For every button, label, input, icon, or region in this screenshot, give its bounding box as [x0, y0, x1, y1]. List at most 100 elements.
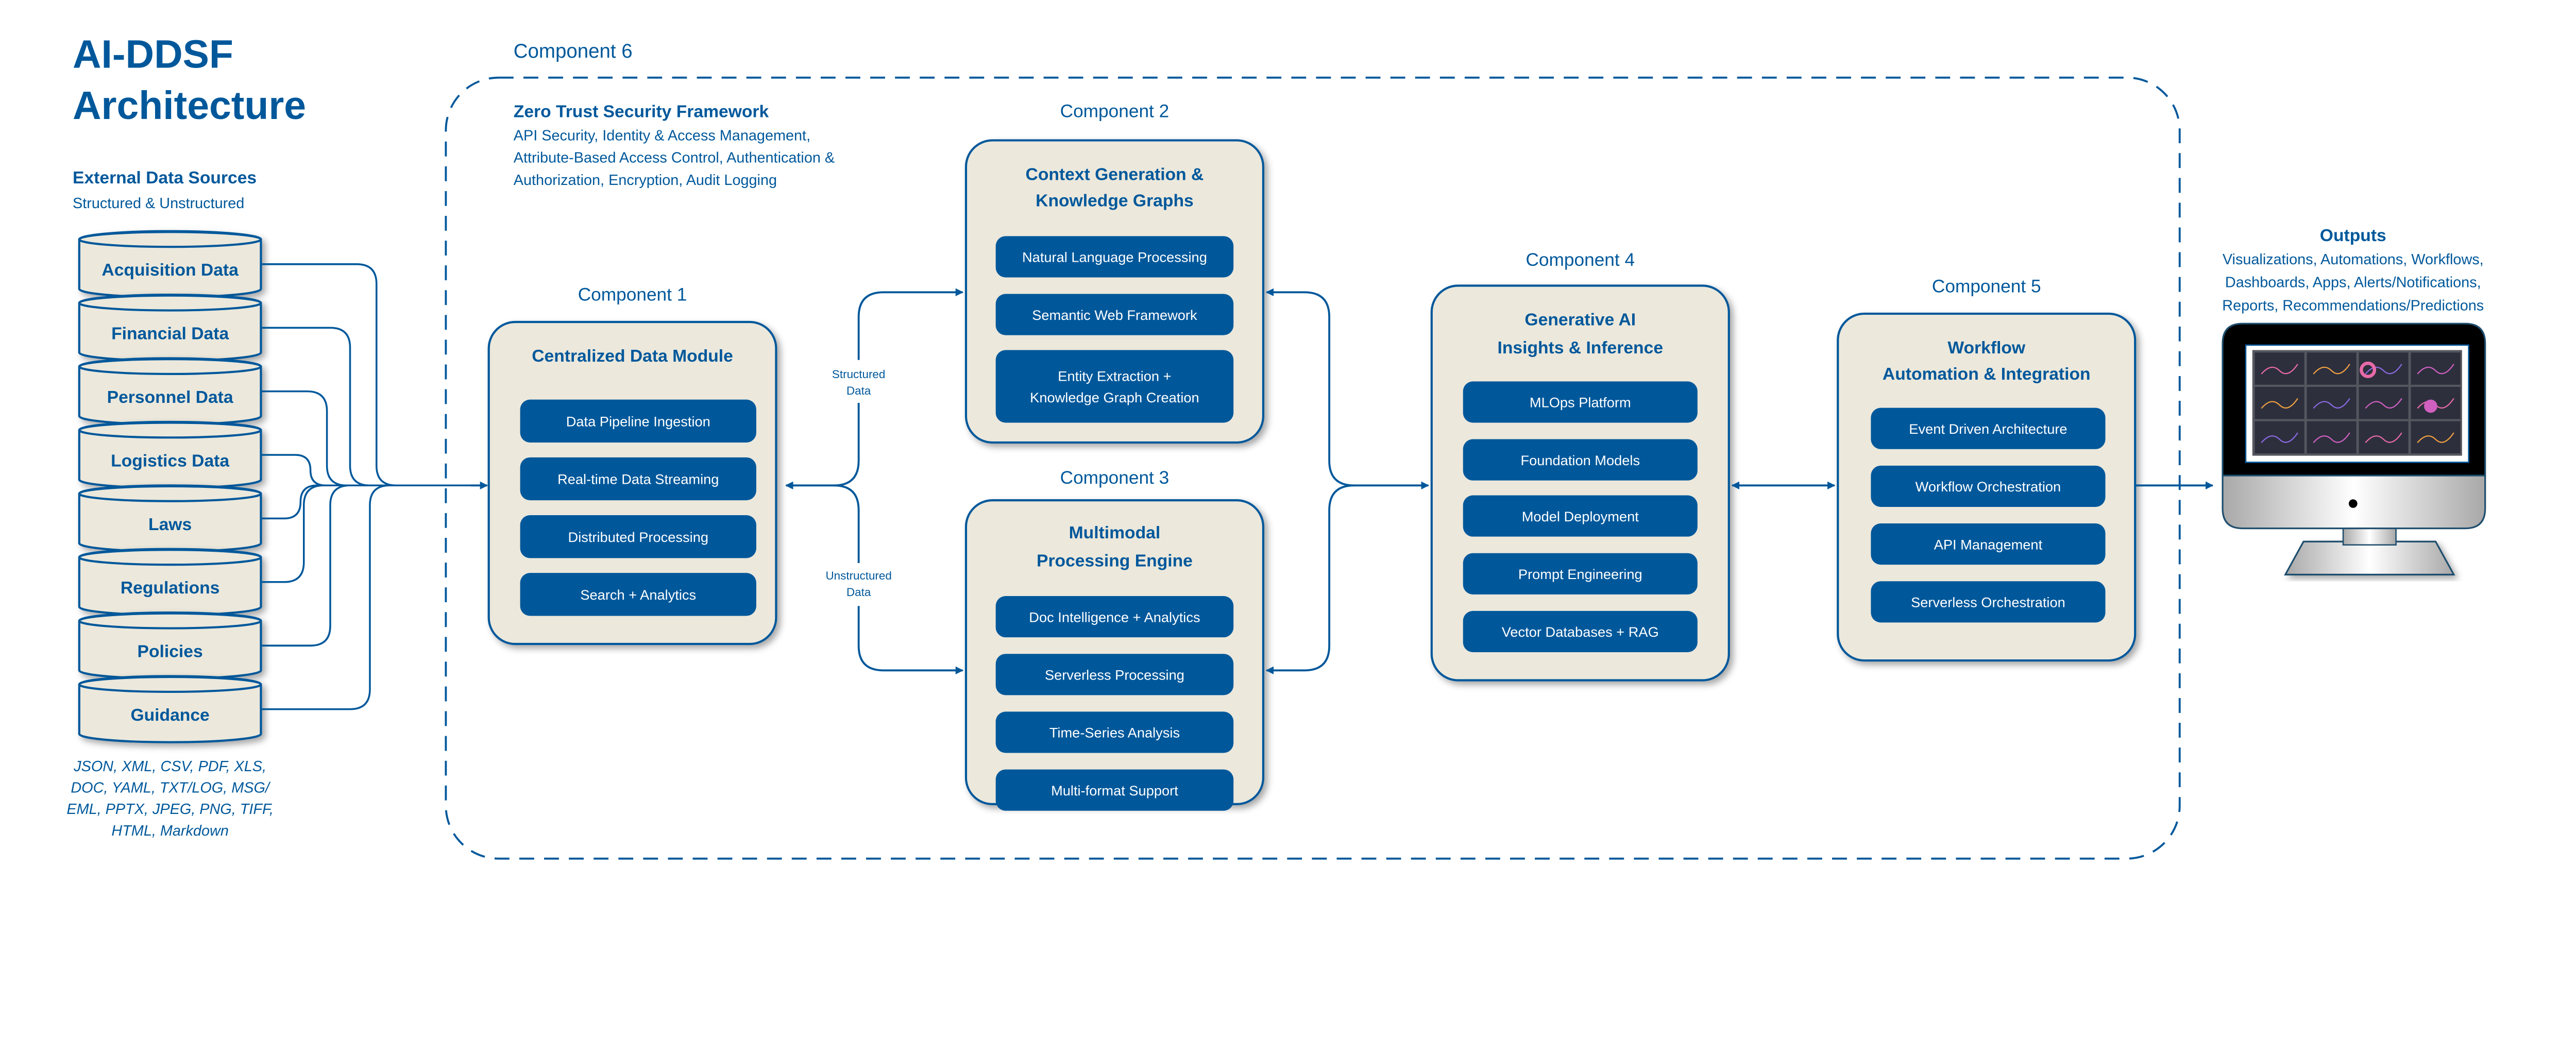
component-title: Knowledge Graphs: [1036, 192, 1194, 211]
dashboard-sparkline: [2313, 398, 2350, 409]
dashboard-donut: [2360, 361, 2377, 378]
capability-label: Event Driven Architecture: [1909, 421, 2067, 437]
pill-background: [1871, 581, 2106, 623]
flow-label: Data: [846, 586, 871, 599]
capability-label: Natural Language Processing: [1022, 249, 1207, 265]
component-title: Multimodal: [1069, 523, 1161, 542]
capability-pill: Data Pipeline Ingestion: [520, 399, 756, 443]
pill-background: [520, 399, 756, 443]
source-connector: [261, 484, 482, 647]
dashboard-sparkline: [2261, 398, 2298, 409]
data-source-label: Guidance: [130, 706, 209, 725]
processing-to-genai-arrow: [1265, 484, 1354, 674]
capability-label: Knowledge Graph Creation: [1030, 389, 1199, 405]
cylinder-top: [78, 485, 262, 502]
capability-pill: Serverless Processing: [995, 654, 1234, 695]
data-source-cylinder: Acquisition Data: [78, 230, 262, 298]
capability-label: Time-Series Analysis: [1049, 725, 1180, 741]
capability-label: Workflow Orchestration: [1916, 479, 2061, 495]
sources-subheading: Structured & Unstructured: [73, 195, 244, 212]
diagram-title: AI-DDSF: [73, 32, 233, 76]
capability-pill: Vector Databases + RAG: [1463, 610, 1698, 653]
dashboard-blob: [2424, 399, 2437, 413]
capability-pill: Real-time Data Streaming: [520, 457, 756, 501]
cylinder-top: [78, 358, 262, 376]
capability-pill: Semantic Web Framework: [995, 294, 1234, 335]
source-connector: [261, 484, 482, 583]
security-detail: Attribute-Based Access Control, Authenti…: [514, 150, 835, 166]
capability-label: Model Deployment: [1522, 508, 1639, 524]
capability-label: Foundation Models: [1520, 452, 1640, 468]
pill-background: [995, 769, 1234, 811]
component-title: Centralized Data Module: [532, 347, 733, 366]
data-source-cylinder: Policies: [78, 612, 262, 680]
context-to-genai-arrow: [1265, 288, 1429, 489]
dashboard-tile: [2359, 421, 2409, 454]
pill-background: [1871, 523, 2106, 565]
outputs-detail: Dashboards, Apps, Alerts/Notifications,: [2225, 275, 2481, 291]
data-source-cylinder: Laws: [78, 484, 262, 553]
capability-label: Real-time Data Streaming: [557, 471, 719, 487]
capability-pill: Event Driven Architecture: [1871, 407, 2106, 449]
component-title: Context Generation &: [1026, 165, 1204, 184]
pill-background: [1871, 465, 2106, 507]
dashboard-sparkline: [2261, 432, 2298, 444]
pill-background: [995, 294, 1234, 335]
pill-background: [520, 515, 756, 558]
cylinder-top: [78, 231, 262, 248]
capability-pill: Entity Extraction + Knowledge Graph Creat…: [995, 350, 1234, 423]
source-connector: [261, 327, 482, 487]
source-connector: [261, 484, 482, 710]
cylinder-top: [78, 421, 262, 439]
component-label: Component 4: [1526, 250, 1635, 270]
pill-background: [995, 350, 1234, 423]
dashboard-sparkline: [2365, 432, 2402, 444]
source-connector: [261, 263, 482, 487]
capability-pill: Workflow Orchestration: [1871, 465, 2106, 507]
unstructured-data-arrow: [834, 484, 964, 674]
capability-pill: Foundation Models: [1463, 439, 1698, 481]
label-mask: [819, 563, 899, 606]
capability-pill: Doc Intelligence + Analytics: [995, 596, 1234, 638]
cylinder-top: [78, 549, 262, 566]
cylinder-top: [78, 612, 262, 630]
pill-background: [1463, 495, 1698, 537]
capability-label: Entity Extraction +: [1058, 368, 1171, 384]
data-source-cylinder: Financial Data: [78, 294, 262, 362]
data-source-label: Acquisition Data: [101, 261, 239, 280]
pill-background: [995, 711, 1234, 753]
capability-pill: Distributed Processing: [520, 515, 756, 558]
component-title: Processing Engine: [1037, 551, 1193, 570]
cylinder-top: [78, 294, 262, 312]
component-label: Component 1: [578, 284, 687, 304]
capability-pill: Model Deployment: [1463, 495, 1698, 537]
component-label: Component 5: [1932, 276, 2041, 296]
dashboard-tile: [2255, 386, 2304, 419]
component-title: Insights & Inference: [1498, 338, 1664, 358]
monitor-button: [2348, 499, 2358, 508]
flow-label: Structured: [832, 368, 885, 381]
security-title: Zero Trust Security Framework: [514, 103, 769, 122]
data-source-cylinder: Guidance: [78, 675, 262, 743]
data-source-label: Laws: [148, 515, 192, 534]
dashboard-tile: [2307, 386, 2357, 419]
pill-background: [995, 596, 1234, 638]
capability-pill: Serverless Orchestration: [1871, 581, 2106, 623]
capability-pill: Multi-format Support: [995, 769, 1234, 811]
dashboard-sparkline: [2417, 432, 2454, 444]
file-formats: DOC, YAML, TXT/LOG, MSG/: [71, 779, 271, 796]
data-source-label: Personnel Data: [107, 388, 233, 407]
diagram-title: Architecture: [73, 83, 306, 128]
data-source-cylinder: Regulations: [78, 548, 262, 616]
data-source-label: Logistics Data: [111, 451, 229, 470]
capability-label: Serverless Processing: [1045, 667, 1184, 683]
capability-label: Serverless Orchestration: [1911, 595, 2065, 610]
outputs-heading: Outputs: [2320, 226, 2386, 245]
pill-background: [1463, 439, 1698, 481]
pill-background: [1463, 381, 1698, 423]
pill-background: [1871, 407, 2106, 449]
